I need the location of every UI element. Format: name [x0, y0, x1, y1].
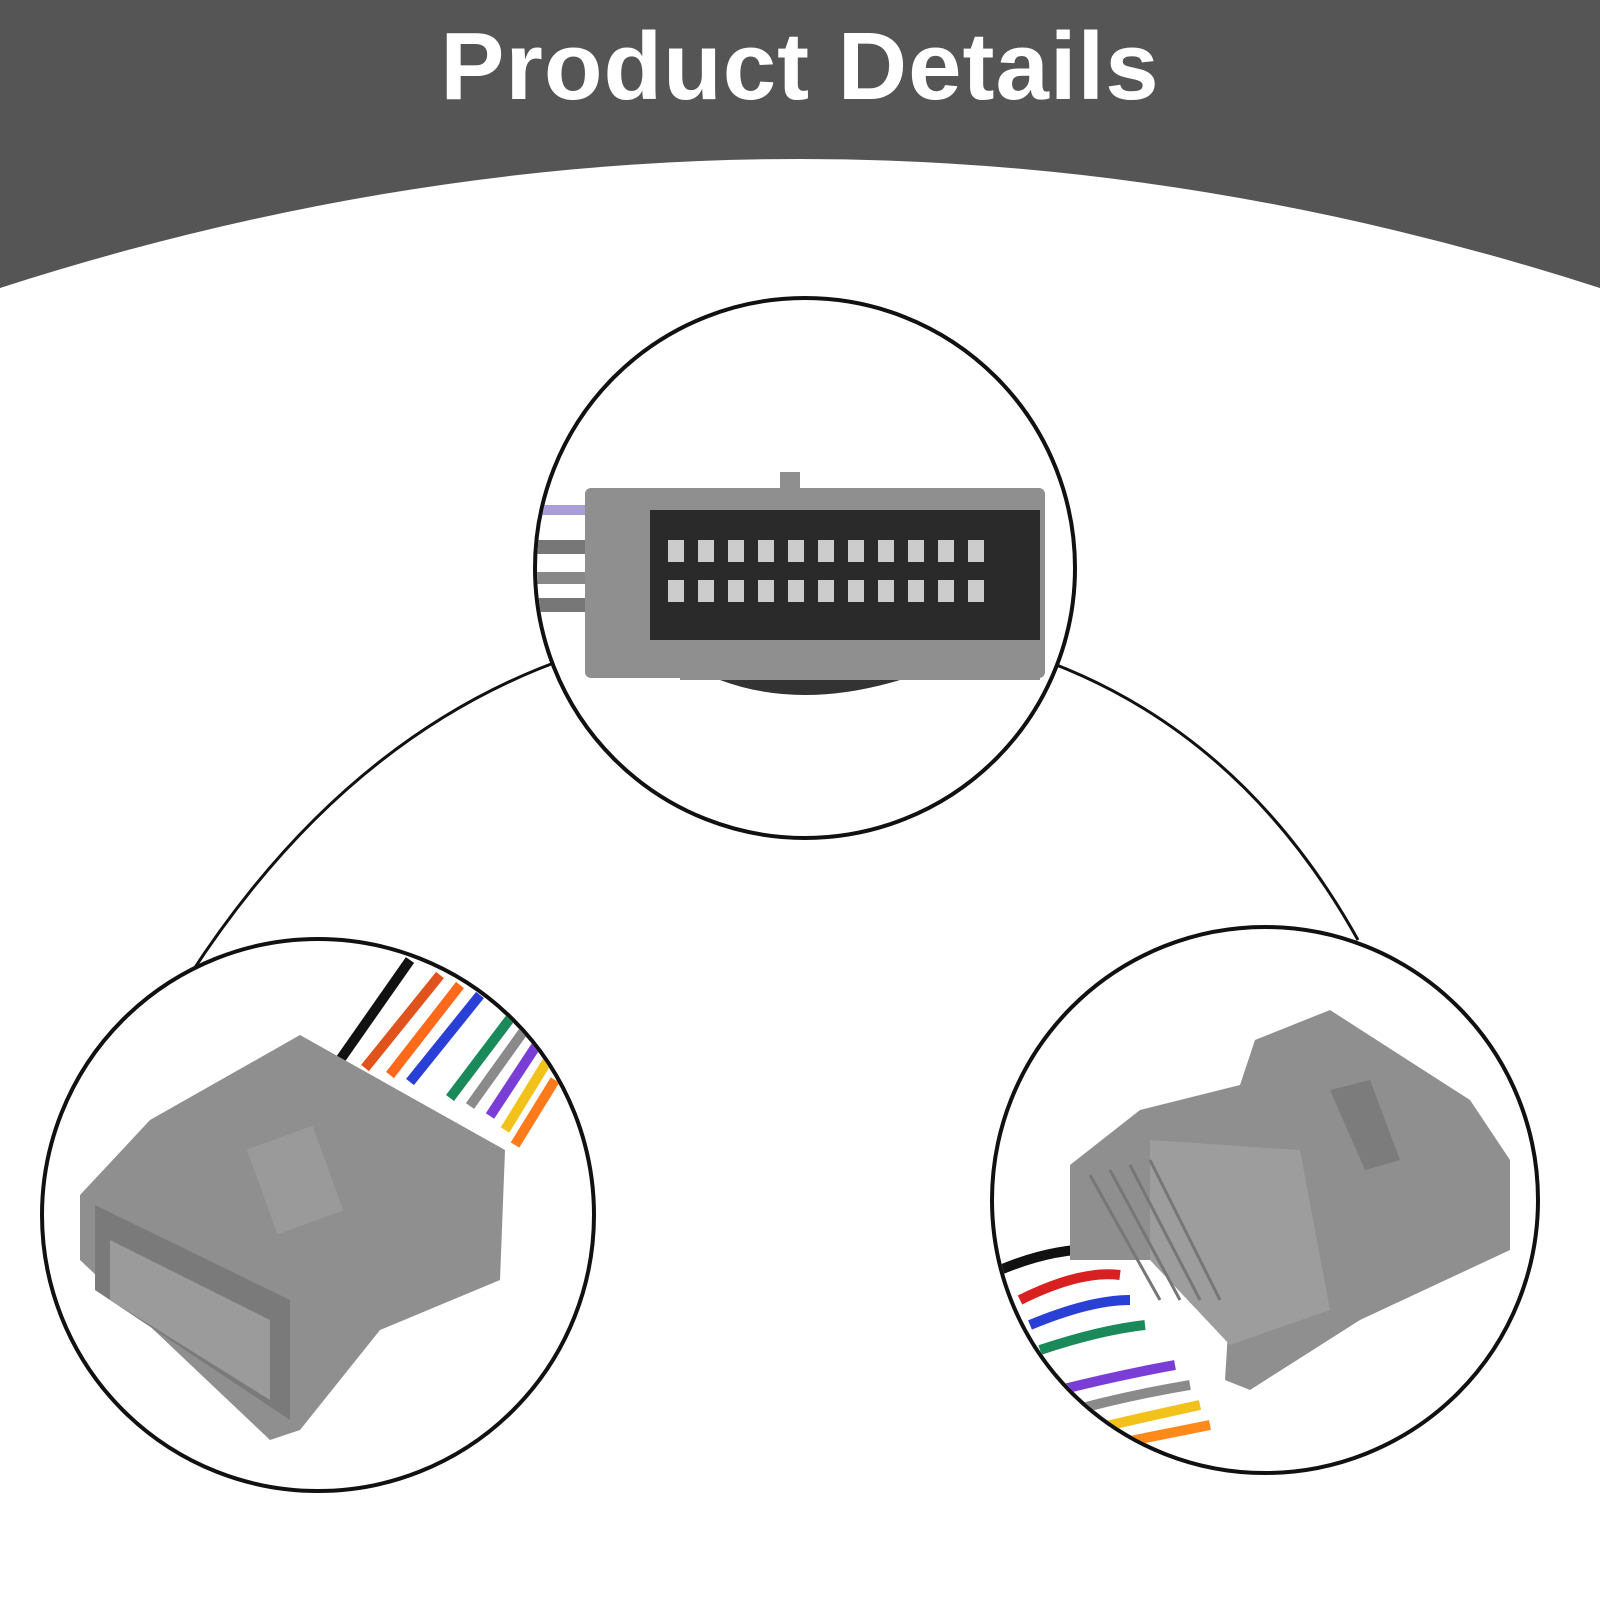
wire-harness-icon — [80, 957, 560, 1440]
connector-right-side-view — [990, 925, 1540, 1475]
wire-harness-icon — [998, 1010, 1510, 1450]
page-title: Product Details — [440, 13, 1160, 120]
connector-pins-icon — [537, 472, 1045, 695]
connector-face-view — [533, 296, 1077, 840]
connector-left-side-view — [40, 937, 596, 1493]
header-banner: Product Details — [0, 0, 1600, 300]
header-background — [0, 0, 1600, 288]
